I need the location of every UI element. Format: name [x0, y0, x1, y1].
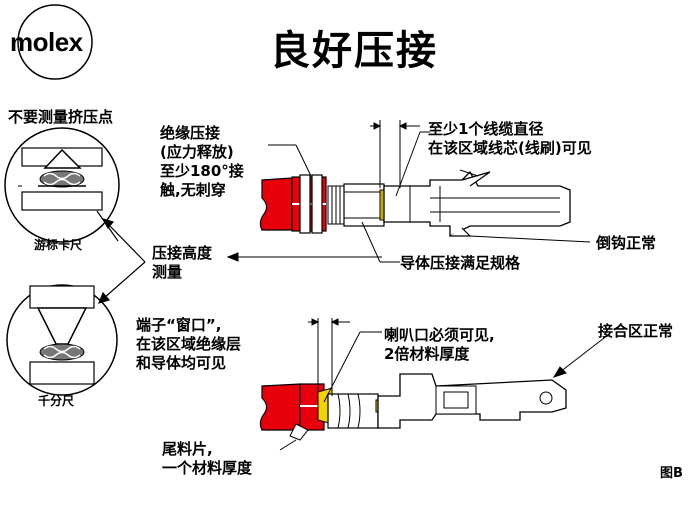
top-terminal	[259, 170, 571, 238]
top-callouts	[226, 120, 591, 263]
page-title: 良好压接	[270, 27, 438, 74]
tail-label: 尾料片, 一个材料厚度	[162, 440, 253, 477]
measure-point-label: 不要测量挤压点	[8, 108, 114, 126]
micrometer-label: 千分尺	[38, 394, 75, 408]
molex-logo-mark	[17, 4, 93, 80]
micrometer-detail	[6, 284, 118, 396]
conductor-crimp-label: 导体压接满足规格	[400, 254, 521, 272]
caliper-label: 游标卡尺	[34, 238, 83, 252]
crimp-height-label: 压接高度 测量	[152, 244, 213, 281]
barb-label: 倒钩正常	[596, 234, 657, 252]
bellmouth-label: 喇叭口必须可见, 2倍材料厚度	[384, 326, 495, 363]
window-label: 端子“窗口”, 在该区域绝缘层 和导体均可见	[136, 316, 242, 372]
insulation-crimp-label: 绝缘压接 (应力释放) 至少180°接 触,无刺穿	[160, 124, 244, 199]
bottom-terminal	[259, 373, 567, 441]
figure-label: 图B	[660, 466, 683, 481]
crimp-height-arrows	[96, 210, 146, 304]
mating-zone-label: 接合区正常	[598, 322, 674, 340]
molex-logo: molex	[10, 27, 83, 57]
caliper-detail	[4, 127, 120, 243]
bottom-callouts	[279, 318, 609, 451]
cable-diameter-label: 至少1个线缆直径 在该区域线芯(线刷)可见	[428, 120, 592, 157]
